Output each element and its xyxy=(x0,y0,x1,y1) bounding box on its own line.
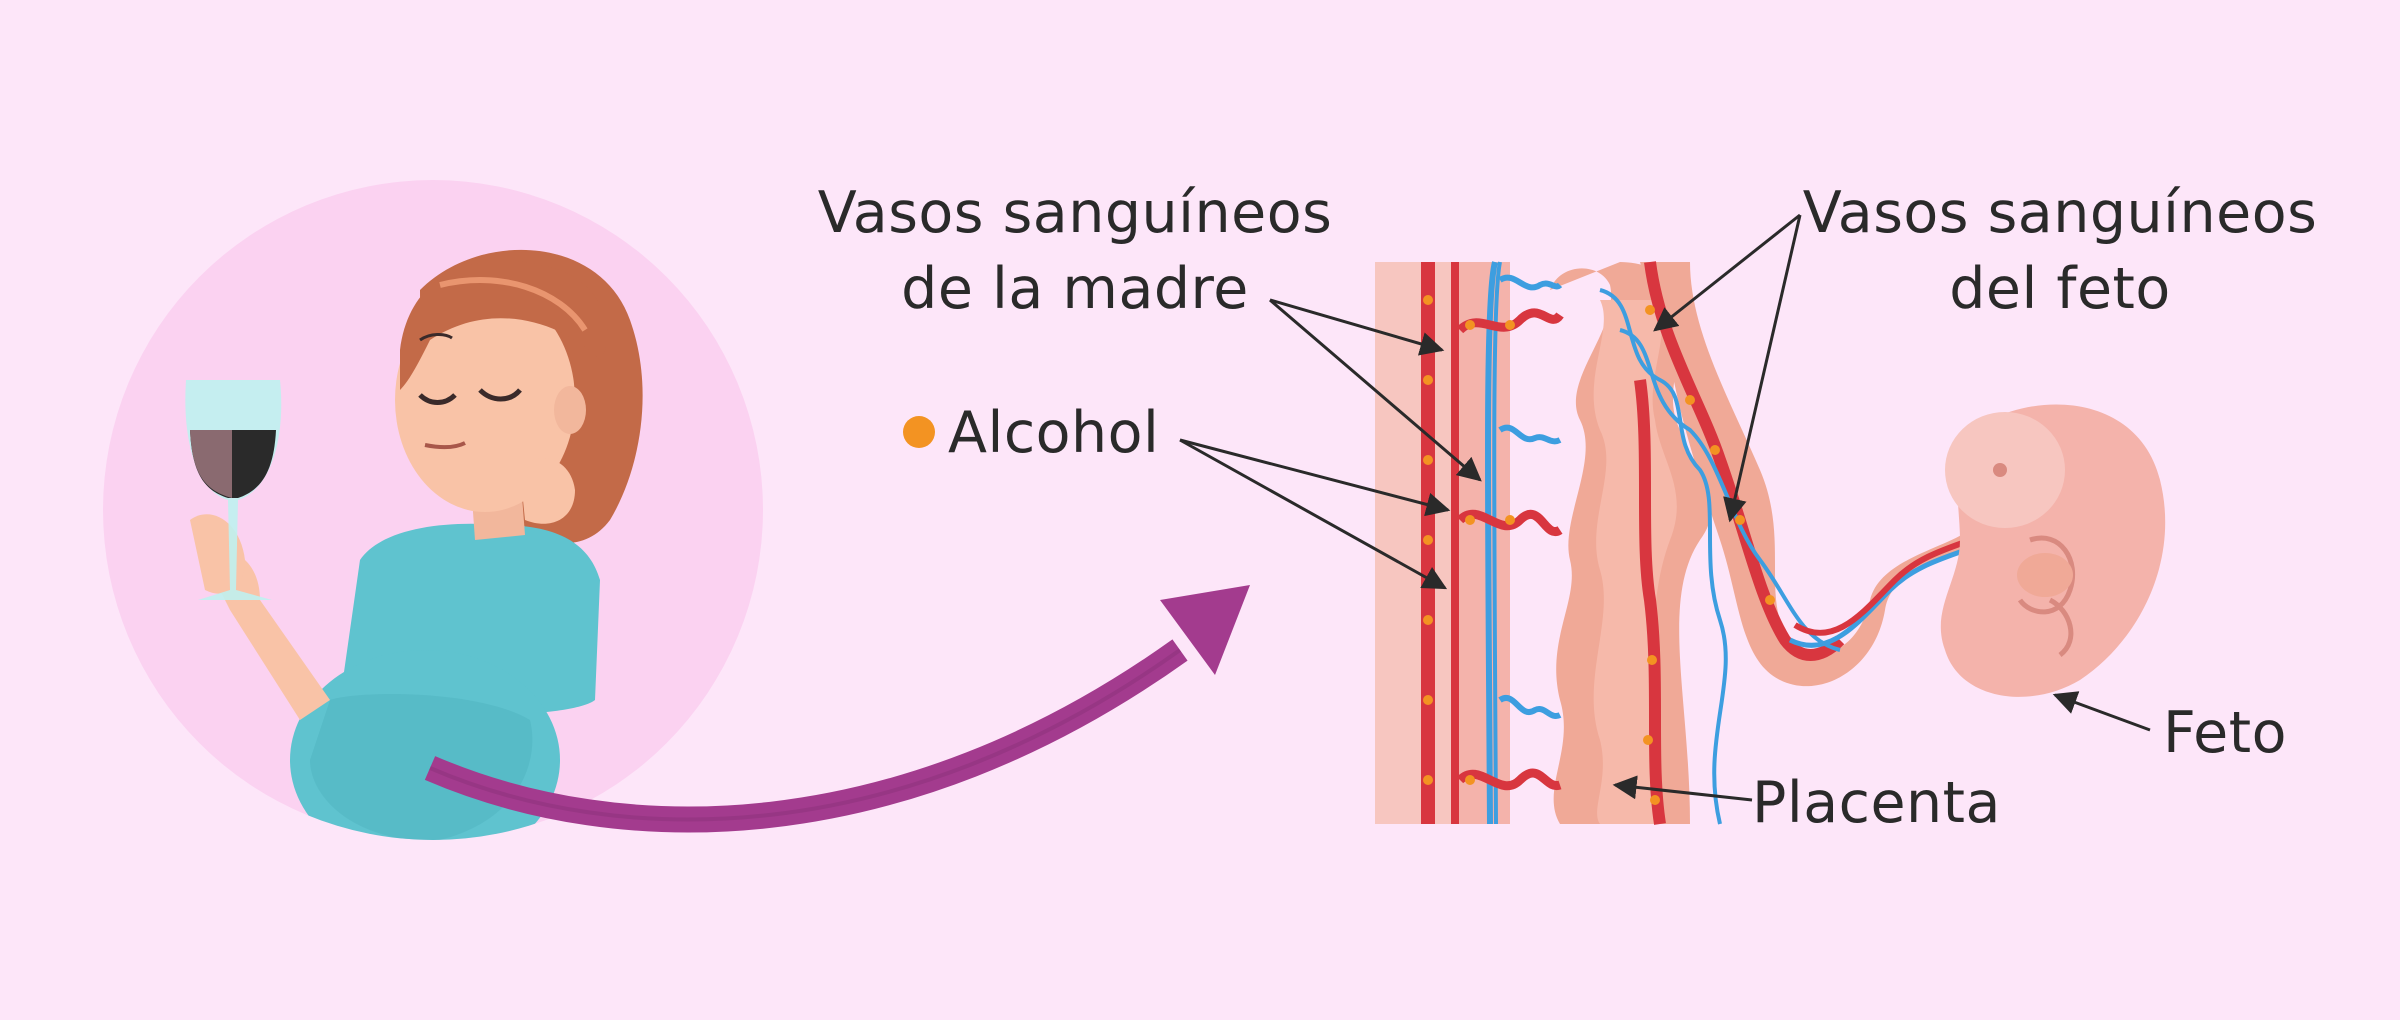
fetus-vessels-line1: Vasos sanguíneos xyxy=(1802,180,2318,246)
alcohol-dots xyxy=(903,295,1775,805)
mother-vessels-label: Vasos sanguíneos de la madre xyxy=(805,175,1345,327)
alcohol-legend-dot xyxy=(903,416,935,448)
alcohol-label: Alcohol xyxy=(948,400,1160,466)
mother-vessels-line2: de la madre xyxy=(901,256,1249,322)
mother-illustration xyxy=(103,180,763,840)
pointer-lines xyxy=(1179,213,2151,802)
mother-vessels-line1: Vasos sanguíneos xyxy=(817,180,1333,246)
placenta-label: Placenta xyxy=(1752,770,2001,836)
fetus-illustration xyxy=(1940,404,2166,697)
placenta-cross-section xyxy=(1375,261,2061,825)
transfer-arrow xyxy=(424,585,1250,833)
fetus-label: Feto xyxy=(2163,700,2287,766)
fetus-vessels-line2: del feto xyxy=(1949,256,2171,322)
fetus-vessels-label: Vasos sanguíneos del feto xyxy=(1790,175,2330,327)
